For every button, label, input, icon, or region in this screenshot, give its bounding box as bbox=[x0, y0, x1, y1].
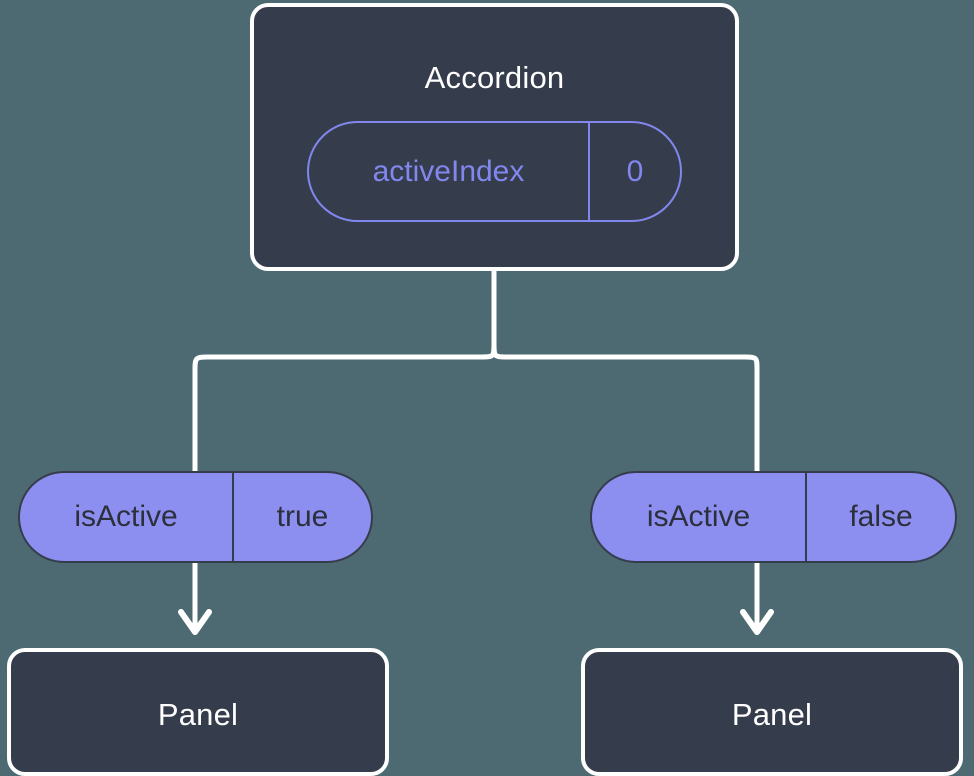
connector-trunk-right bbox=[491, 268, 760, 474]
connector-trunk-left bbox=[192, 268, 497, 474]
component-label-panel: Panel bbox=[731, 697, 813, 732]
arrow-head-right bbox=[740, 609, 774, 635]
component-label-panel: Panel bbox=[157, 697, 239, 732]
prop-pill-is-active-false[interactable]: isActive false bbox=[590, 471, 957, 563]
prop-pill-is-active-true[interactable]: isActive true bbox=[18, 471, 373, 563]
state-pill-active-index[interactable]: activeIndex 0 bbox=[307, 121, 682, 222]
prop-pill-key: isActive bbox=[592, 473, 807, 561]
component-label-accordion: Accordion bbox=[424, 60, 565, 95]
prop-pill-key: isActive bbox=[20, 473, 234, 561]
state-pill-value: 0 bbox=[626, 154, 644, 188]
component-node-panel-right[interactable]: Panel bbox=[581, 648, 963, 776]
prop-pill-value: false bbox=[849, 500, 913, 533]
arrow-head-left bbox=[178, 609, 212, 635]
prop-pill-value: true bbox=[276, 500, 329, 533]
component-node-panel-left[interactable]: Panel bbox=[7, 648, 389, 776]
state-pill-key: activeIndex bbox=[309, 123, 590, 220]
